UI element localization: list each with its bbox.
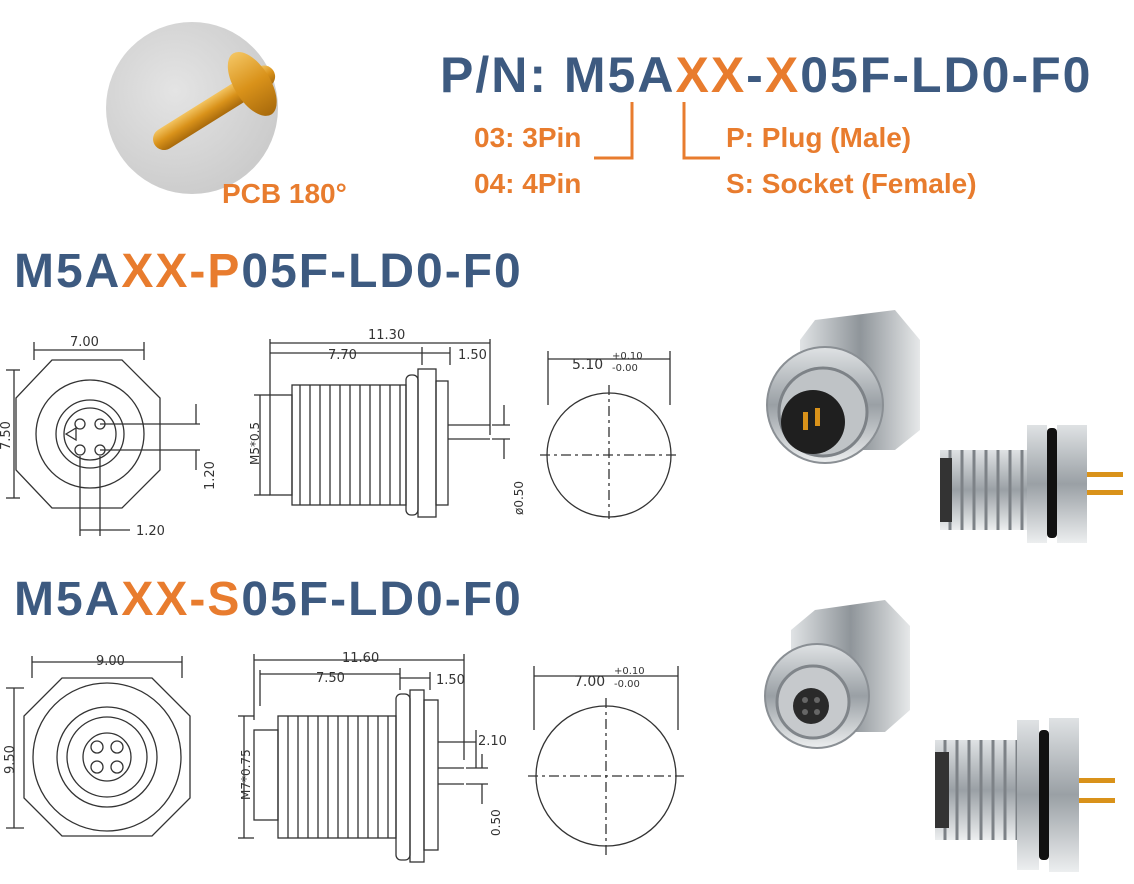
socket-dim-tol-plus: +0.10 xyxy=(614,666,645,677)
socket-side-view-drawing: 11.60 7.50 1.50 2.10 M7*0.75 0.50 xyxy=(238,651,507,863)
socket-part-a: M5A xyxy=(14,573,122,626)
plug-dim-tol-plus: +0.10 xyxy=(612,351,643,362)
socket-panel-cutout-drawing: 7.00 +0.10 -0.00 xyxy=(528,666,684,856)
gold-pin xyxy=(153,51,277,151)
socket-front-view-drawing: 9.00 9.50 xyxy=(3,654,191,837)
plug-part-a: M5A xyxy=(14,245,122,298)
socket-render-side xyxy=(935,718,1115,872)
plug-dim-flange: 1.50 xyxy=(458,348,487,363)
socket-part-number: M5AXX-S05F-LD0-F0 xyxy=(14,572,523,627)
pn-dash: - xyxy=(746,47,765,103)
socket-part-dash: - xyxy=(189,573,208,626)
plug-panel-cutout-drawing: 5.10 +0.10 -0.00 xyxy=(540,351,678,519)
socket-part-xx: XX xyxy=(121,573,190,626)
pn-bracket-lines xyxy=(594,102,720,160)
pn-suffix: 05F-LD0-F0 xyxy=(800,47,1093,103)
socket-dim-tol-minus: -0.00 xyxy=(614,679,640,690)
plug-render-images xyxy=(766,310,1123,543)
socket-dim-flange: 1.50 xyxy=(436,673,465,688)
socket-render-images xyxy=(764,600,1115,872)
socket-part-rest: 05F-LD0-F0 xyxy=(241,573,523,626)
gender-option-socket: S: Socket (Female) xyxy=(726,168,977,199)
plug-part-rest: 05F-LD0-F0 xyxy=(241,245,523,298)
plug-part-number: M5AXX-P05F-LD0-F0 xyxy=(14,244,523,299)
plug-dim-height: 7.50 xyxy=(0,421,14,450)
plug-dim-length-thread: 7.70 xyxy=(328,348,357,363)
pcb-pin-illustration xyxy=(106,22,278,194)
plug-dim-width: 7.00 xyxy=(70,335,99,350)
plug-dim-tol-minus: -0.00 xyxy=(612,363,638,374)
plug-dim-length-total: 11.30 xyxy=(368,328,405,343)
pcb-label: PCB 180° xyxy=(222,178,347,209)
plug-dim-pin-y: 1.20 xyxy=(203,461,218,490)
plug-front-view-drawing: 7.00 7.50 1.20 1.20 xyxy=(0,335,218,539)
plug-dim-pin-x: 1.20 xyxy=(136,524,165,539)
part-number-template: P/N: M5AXX-X05F-LD0-F0 xyxy=(440,46,1092,104)
plug-side-view-drawing: 11.30 7.70 1.50 M5*0.5 ø0.50 xyxy=(248,328,526,518)
plug-dim-cutout: 5.10 xyxy=(572,357,603,373)
pn-prefix: P/N: M5A xyxy=(440,47,676,103)
socket-dim-length-total: 11.60 xyxy=(342,651,379,666)
plug-part-code: P xyxy=(207,245,242,298)
plug-dim-pin-dia: ø0.50 xyxy=(512,481,526,515)
socket-part-code: S xyxy=(207,573,242,626)
plug-dim-thread: M5*0.5 xyxy=(248,422,262,465)
socket-dim-pin-offset: 2.10 xyxy=(478,734,507,749)
socket-dim-pin-dia: 0.50 xyxy=(489,809,503,836)
plug-part-dash: - xyxy=(189,245,208,298)
pin-option-4: 04: 4Pin xyxy=(474,168,582,199)
plug-render-side xyxy=(940,425,1123,543)
plug-part-xx: XX xyxy=(121,245,190,298)
socket-dim-cutout: 7.00 xyxy=(574,674,605,690)
socket-dim-height: 9.50 xyxy=(3,745,18,774)
pn-pin-code: XX xyxy=(675,47,747,103)
pn-gender-code: X xyxy=(764,47,801,103)
socket-dim-thread: M7*0.75 xyxy=(239,749,253,800)
socket-dim-width: 9.00 xyxy=(96,654,125,669)
socket-dim-length-thread: 7.50 xyxy=(316,671,345,686)
gender-option-plug: P: Plug (Male) xyxy=(726,122,912,153)
socket-render-front xyxy=(764,600,910,749)
pin-option-3: 03: 3Pin xyxy=(474,122,582,153)
plug-render-front xyxy=(766,310,920,464)
